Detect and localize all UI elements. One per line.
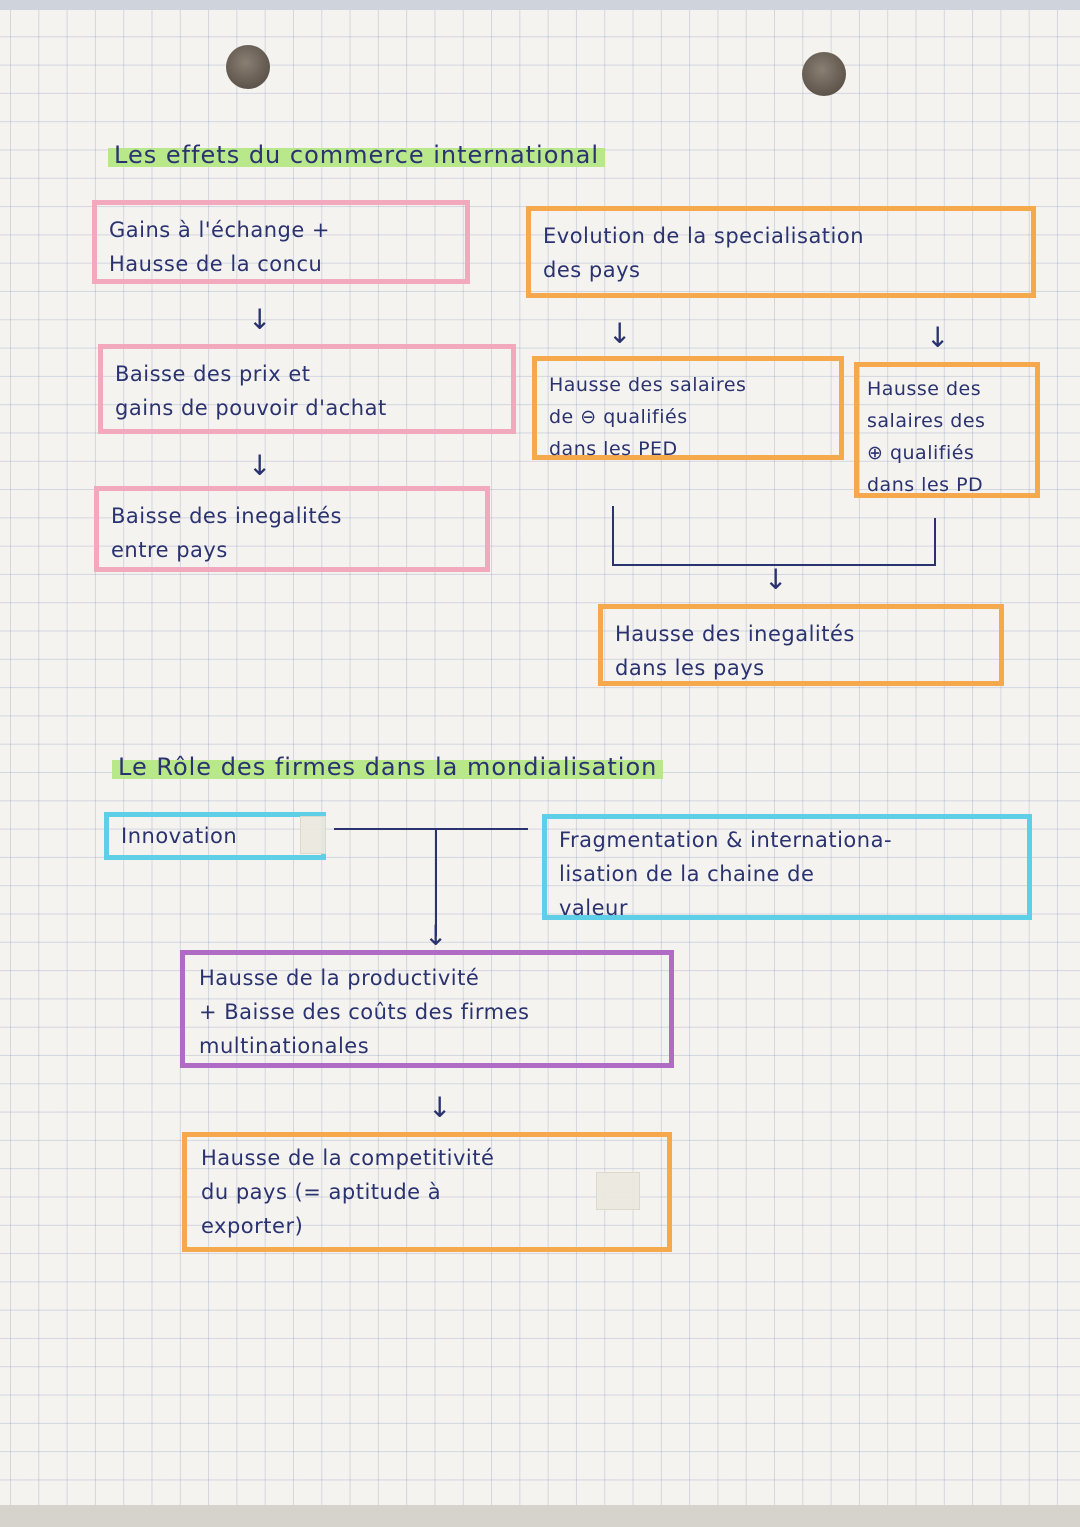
arrow-down: ↓ <box>424 919 448 952</box>
connector-line-horizontal <box>334 828 528 830</box>
arrow-down: ↓ <box>428 1091 452 1124</box>
connector-line-right <box>934 518 936 566</box>
box-salaires-ped: Hausse des salaires de ⊖ qualifiés dans … <box>532 356 844 460</box>
connector-line-left <box>612 506 614 566</box>
binder-hole-left <box>226 45 270 89</box>
box-hausse-competitivite: Hausse de la competitivité du pays (= ap… <box>182 1132 672 1252</box>
page-top-edge <box>0 0 1080 10</box>
arrow-down: ↓ <box>248 449 272 482</box>
box-gains-echange: Gains à l'échange + Hausse de la concu <box>92 200 470 284</box>
section-title-role-firmes: Le Rôle des firmes dans la mondialisatio… <box>112 750 664 784</box>
arrow-down: ↓ <box>926 321 950 354</box>
arrow-down: ↓ <box>248 303 272 336</box>
tape-piece <box>300 816 326 854</box>
connector-line-horizontal <box>612 564 936 566</box>
tape-piece <box>596 1172 640 1210</box>
arrow-down: ↓ <box>764 563 788 596</box>
binder-hole-right <box>802 52 846 96</box>
box-fragmentation: Fragmentation & internationa- lisation d… <box>542 814 1032 920</box>
connector-line-vertical <box>435 828 437 936</box>
box-baisse-prix: Baisse des prix et gains de pouvoir d'ac… <box>98 344 516 434</box>
arrow-down: ↓ <box>608 317 632 350</box>
box-hausse-inegalites: Hausse des inegalités dans les pays <box>598 604 1004 686</box>
box-salaires-pd: Hausse des salaires des ⊕ qualifiés dans… <box>854 362 1040 498</box>
box-evolution-specialisation: Evolution de la specialisation des pays <box>526 206 1036 298</box>
box-hausse-productivite: Hausse de la productivité + Baisse des c… <box>180 950 674 1068</box>
section-title-effets-commerce: Les effets du commerce international <box>108 138 605 172</box>
box-innovation: Innovation <box>104 812 326 860</box>
box-baisse-inegalites: Baisse des inegalités entre pays <box>94 486 490 572</box>
page-bottom-edge <box>0 1505 1080 1527</box>
